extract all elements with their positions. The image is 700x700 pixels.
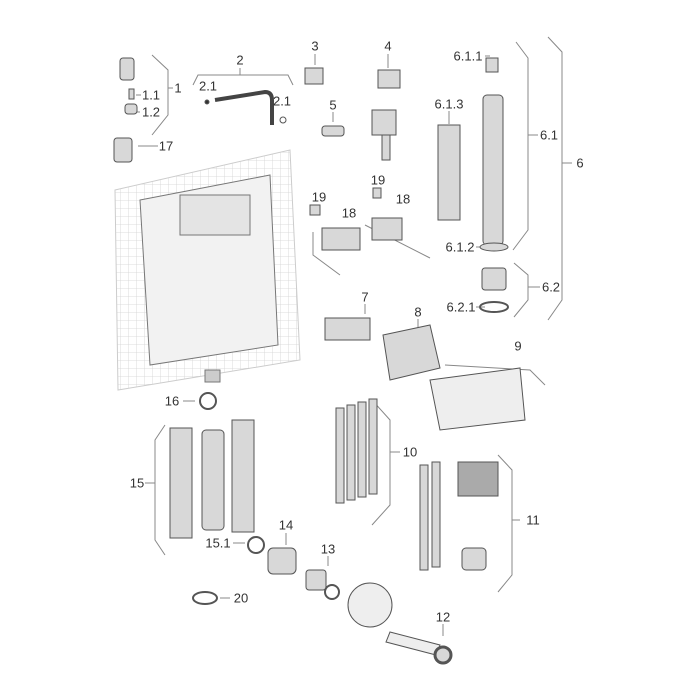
callout-7: 7 [361, 289, 369, 305]
callout-4: 4 [384, 38, 392, 54]
callout-13: 13 [320, 541, 336, 557]
callout-6-2: 6.2 [541, 279, 561, 295]
callout-10: 10 [402, 444, 418, 460]
callout-6-1-2: 6.1.2 [445, 239, 475, 255]
callout-12: 12 [435, 609, 451, 625]
callout-6-1: 6.1 [539, 127, 559, 143]
callout-6-1-1: 6.1.1 [453, 48, 483, 64]
callout-15: 15 [129, 475, 145, 491]
callout-18-left: 18 [341, 205, 357, 221]
callout-2-1-left: 2.1 [198, 78, 218, 94]
callout-5: 5 [329, 97, 337, 113]
callout-17: 17 [158, 138, 174, 154]
callout-15-1: 15.1 [205, 535, 231, 551]
cistern-frame [114, 149, 301, 391]
callout-20: 20 [233, 590, 249, 606]
callout-2-1-right: 2.1 [272, 93, 292, 109]
callout-3: 3 [311, 38, 319, 54]
callout-9: 9 [514, 338, 522, 354]
parts [113, 57, 526, 665]
callout-1: 1 [174, 80, 182, 96]
callout-1-2: 1.2 [141, 104, 161, 120]
callout-6-1-3: 6.1.3 [434, 96, 464, 112]
callout-18-right: 18 [395, 191, 411, 207]
callout-6: 6 [576, 155, 584, 171]
callout-2: 2 [236, 52, 244, 68]
callout-19-right: 19 [370, 172, 386, 188]
callout-19-left: 19 [311, 189, 327, 205]
callout-11: 11 [526, 512, 540, 528]
callout-6-2-1: 6.2.1 [446, 299, 476, 315]
callout-16: 16 [164, 393, 180, 409]
callout-8: 8 [414, 304, 422, 320]
callout-14: 14 [278, 517, 294, 533]
callout-1-1: 1.1 [141, 87, 161, 103]
